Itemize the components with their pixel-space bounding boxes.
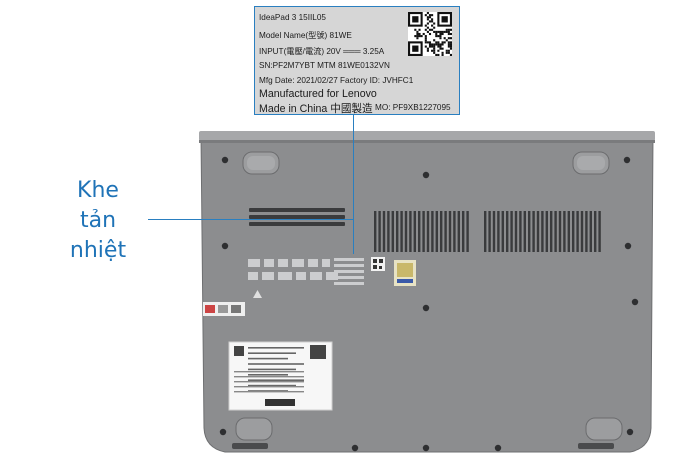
spec-model-line: IdeaPad 3 15IIL05 — [259, 13, 326, 22]
callout-line-1: Khe — [77, 178, 119, 203]
foot-bottom-right — [585, 417, 623, 441]
spec-sn-mtm: SN:PF2M7YBT MTM 81WE0132VN — [259, 61, 390, 70]
screws — [219, 156, 639, 452]
info-sticker — [228, 341, 333, 411]
callout-line-2: tản — [79, 208, 117, 233]
speaker-left — [232, 443, 268, 449]
spec-made-in: Made in China 中國製造 — [259, 103, 373, 115]
hinge — [199, 131, 655, 141]
vent-callout: Khe tản nhiệt — [62, 176, 134, 266]
callout-line-3: nhiệt — [69, 238, 127, 263]
spec-model-name: Model Name(型號) 81WE — [259, 31, 352, 40]
callout-leader-line — [148, 219, 353, 220]
label-leader-line — [353, 114, 354, 254]
qr-code-icon — [408, 12, 452, 56]
vent-middle — [374, 211, 469, 252]
spec-label-zoom: IdeaPad 3 15IIL05 Model Name(型號) 81WE IN… — [254, 6, 460, 115]
spec-mfg: Mfg Date: 2021/02/27 Factory ID: JVHFC1 — [259, 76, 414, 85]
speaker-right — [578, 443, 614, 449]
regulatory-marks — [248, 258, 364, 285]
vent-right — [484, 211, 601, 252]
foot-bottom-left — [235, 417, 273, 441]
spec-manufactured: Manufactured for Lenovo — [259, 88, 377, 100]
vent-left — [249, 208, 345, 226]
spec-input: INPUT(電壓/電流) 20V ═══ 3.25A — [259, 47, 385, 56]
spec-mo: MO: PF9XB1227095 — [375, 103, 451, 112]
warning-triangle — [253, 290, 262, 298]
